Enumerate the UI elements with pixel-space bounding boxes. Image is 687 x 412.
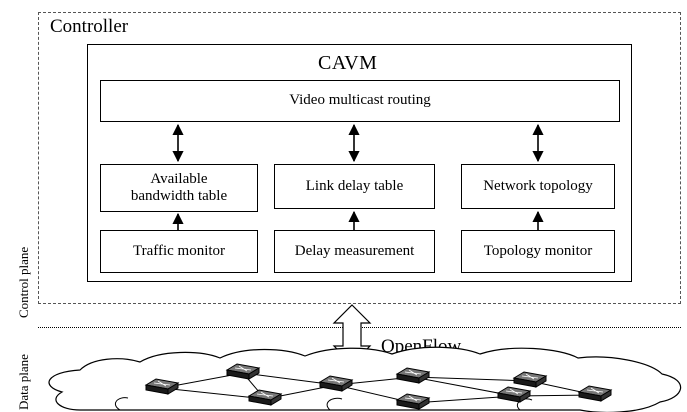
topology-monitor-box: Topology monitor <box>461 230 615 273</box>
cavm-frame <box>87 44 632 282</box>
topology-monitor-label: Topology monitor <box>483 242 593 259</box>
available-bandwidth-table-line1: Available <box>150 170 208 187</box>
network-topology-box: Network topology <box>461 164 615 209</box>
video-multicast-routing-label: Video multicast routing <box>289 92 431 109</box>
delay-measurement-label: Delay measurement <box>294 242 415 259</box>
delay-measurement-box: Delay measurement <box>274 230 435 273</box>
traffic-monitor-box: Traffic monitor <box>100 230 258 273</box>
video-multicast-routing-box: Video multicast routing <box>100 80 620 122</box>
network-cloud <box>48 346 682 412</box>
available-bandwidth-table-line2: bandwidth table <box>130 188 228 204</box>
network-topology-label: Network topology <box>483 177 593 194</box>
controller-frame <box>38 12 681 304</box>
available-bandwidth-table-box: Available bandwidth table <box>100 164 258 212</box>
traffic-monitor-label: Traffic monitor <box>132 242 226 259</box>
link-delay-table-label: Link delay table <box>305 177 404 194</box>
cavm-label: CAVM <box>318 52 378 74</box>
link-delay-table-box: Link delay table <box>274 164 435 209</box>
controller-label: Controller <box>50 16 129 37</box>
